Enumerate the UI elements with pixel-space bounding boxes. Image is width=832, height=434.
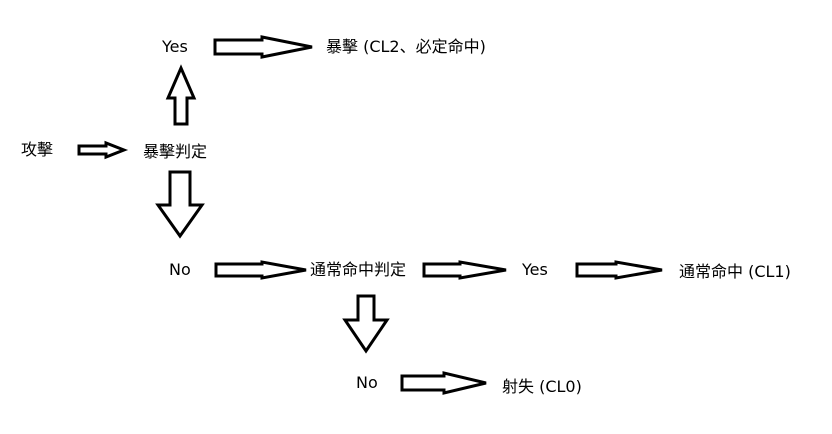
miss-result-node: 射失 (CL0) xyxy=(502,377,582,396)
arrow-crit-check-up-to-yes xyxy=(165,64,197,126)
crit-yes-label: Yes xyxy=(162,37,188,56)
arrow-crit-yes-to-result xyxy=(213,35,313,59)
crit-result-node: 暴擊 (CL2、必定命中) xyxy=(326,37,486,56)
arrow-attack-to-crit-check xyxy=(77,140,129,160)
crit-check-node: 暴擊判定 xyxy=(143,142,208,161)
hit-yes-label: Yes xyxy=(522,260,548,279)
hit-check-node: 通常命中判定 xyxy=(310,260,407,279)
arrow-hit-check-down-to-no xyxy=(342,294,390,354)
hit-result-node: 通常命中 (CL1) xyxy=(679,262,791,281)
attack-node: 攻擊 xyxy=(21,140,54,159)
arrow-hit-yes-to-result xyxy=(575,260,663,280)
arrow-miss-no-to-result xyxy=(400,371,487,395)
arrow-hit-check-to-yes xyxy=(422,260,507,280)
crit-no-label: No xyxy=(169,260,191,279)
miss-no-label: No xyxy=(356,373,378,392)
arrow-crit-check-down-to-no xyxy=(155,170,205,239)
arrow-no-to-hit-check xyxy=(214,260,307,280)
